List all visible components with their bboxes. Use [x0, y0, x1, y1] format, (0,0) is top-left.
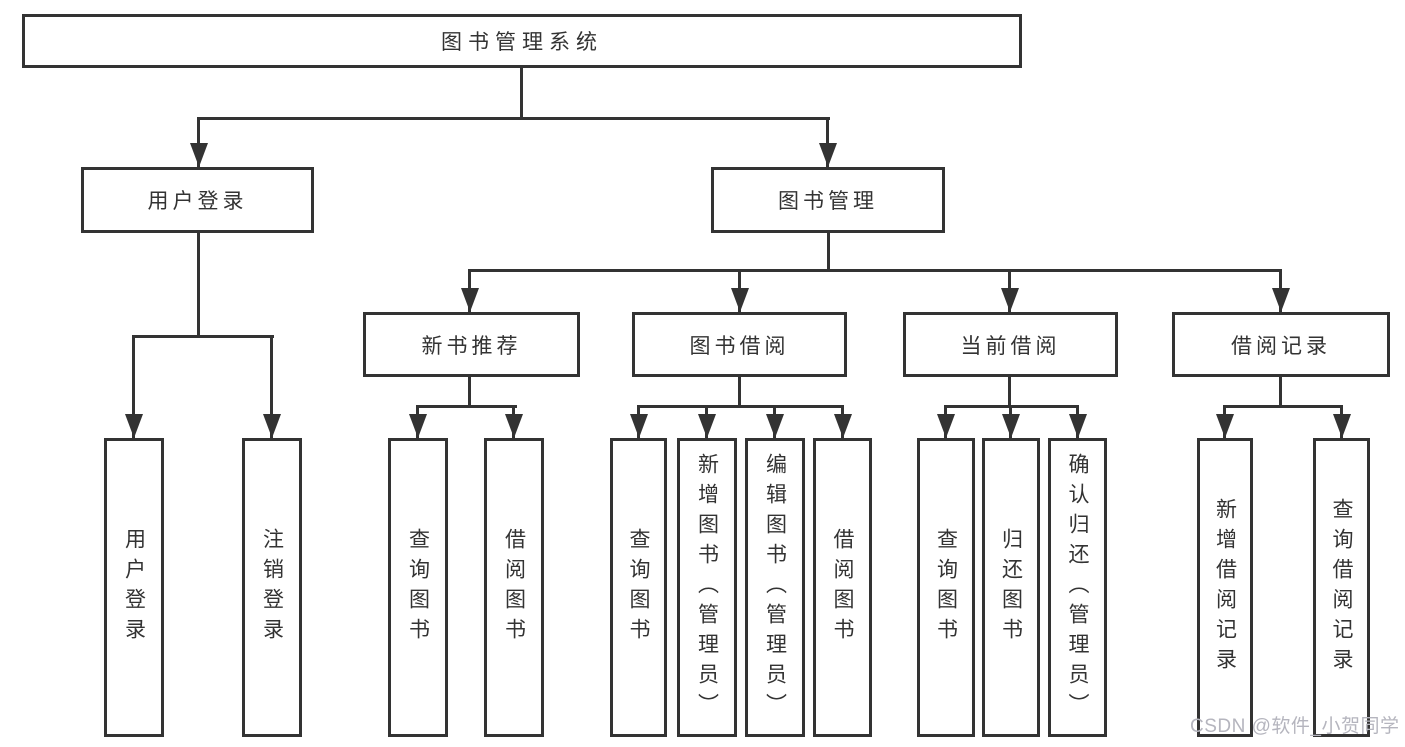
node-book-borrow: 图书借阅	[632, 312, 847, 377]
node-leaf-query-book-recommend-label: 查询图书	[406, 527, 430, 648]
node-leaf-user-login: 用户登录	[104, 438, 164, 737]
node-leaf-add-book-admin-label: 新增图书（管理员）	[695, 452, 719, 723]
arrow-down-icon	[1008, 269, 1011, 312]
node-leaf-query-borrow-record: 查询借阅记录	[1313, 438, 1370, 737]
node-leaf-confirm-return-admin: 确认归还（管理员）	[1048, 438, 1107, 737]
arrow-down-icon	[1223, 405, 1226, 438]
node-borrow-record-label: 借阅记录	[1231, 334, 1331, 358]
connector-bookmgmt-vline	[827, 233, 830, 272]
node-leaf-user-login-label: 用户登录	[122, 527, 146, 648]
node-leaf-logout: 注销登录	[242, 438, 302, 737]
connector-newbook-hline	[416, 405, 517, 408]
arrow-down-icon	[1009, 405, 1012, 438]
connector-newbook-vline	[468, 377, 471, 408]
node-leaf-query-book-current-label: 查询图书	[934, 527, 958, 648]
node-leaf-query-borrow-record-label: 查询借阅记录	[1330, 497, 1353, 678]
connector-borrowrecord-vline	[1279, 377, 1282, 408]
connector-root-hline	[197, 117, 830, 120]
node-leaf-return-book-label: 归还图书	[999, 527, 1023, 648]
arrow-down-icon	[512, 405, 515, 438]
arrow-down-icon	[637, 405, 640, 438]
node-book-management-label: 图书管理	[778, 190, 878, 213]
node-current-borrow: 当前借阅	[903, 312, 1118, 377]
connector-borrowrecord-hline	[1223, 405, 1343, 408]
arrow-down-icon	[1279, 269, 1282, 312]
node-new-book-recommend: 新书推荐	[363, 312, 580, 377]
connector-root-vline	[520, 68, 523, 120]
arrow-down-icon	[841, 405, 844, 438]
node-library-system-label: 图书管理系统	[441, 31, 603, 54]
node-borrow-record: 借阅记录	[1172, 312, 1390, 377]
node-book-borrow-label: 图书借阅	[689, 334, 790, 358]
node-user-login-label: 用户登录	[147, 190, 248, 213]
arrow-down-icon	[773, 405, 776, 438]
connector-bookborrow-hline	[637, 405, 844, 408]
node-library-system: 图书管理系统	[22, 14, 1022, 68]
node-leaf-confirm-return-admin-label: 确认归还（管理员）	[1066, 452, 1089, 723]
node-leaf-query-book-recommend: 查询图书	[388, 438, 448, 737]
arrow-down-icon	[944, 405, 947, 438]
arrow-down-icon	[826, 117, 829, 167]
connector-userlogin-hline	[132, 335, 274, 338]
node-leaf-return-book: 归还图书	[982, 438, 1040, 737]
csdn-watermark: CSDN @软件_小贺同学	[1190, 716, 1400, 737]
connector-currentborrow-vline	[1008, 377, 1011, 408]
arrow-down-icon	[132, 335, 135, 438]
arrow-down-icon	[1076, 405, 1079, 438]
node-current-borrow-label: 当前借阅	[960, 334, 1061, 358]
connector-bookmgmt-hline	[468, 269, 1281, 272]
node-leaf-borrow-book-recommend-label: 借阅图书	[502, 527, 526, 648]
node-leaf-query-book-borrow-label: 查询图书	[627, 527, 650, 648]
arrow-down-icon	[468, 269, 471, 312]
node-leaf-borrow-book: 借阅图书	[813, 438, 872, 737]
arrow-down-icon	[197, 117, 200, 167]
connector-bookborrow-vline	[738, 377, 741, 408]
arrow-down-icon	[738, 269, 741, 312]
node-leaf-borrow-book-recommend: 借阅图书	[484, 438, 544, 737]
node-leaf-add-borrow-record: 新增借阅记录	[1197, 438, 1253, 737]
connector-userlogin-vline	[197, 233, 200, 338]
arrow-down-icon	[416, 405, 419, 438]
node-leaf-edit-book-admin: 编辑图书（管理员）	[745, 438, 805, 737]
node-new-book-recommend-label: 新书推荐	[421, 334, 522, 358]
node-leaf-logout-label: 注销登录	[260, 527, 284, 648]
node-leaf-query-book-borrow: 查询图书	[610, 438, 667, 737]
node-leaf-add-borrow-record-label: 新增借阅记录	[1213, 497, 1237, 678]
arrow-down-icon	[1340, 405, 1343, 438]
arrow-down-icon	[705, 405, 708, 438]
node-user-login: 用户登录	[81, 167, 314, 233]
arrow-down-icon	[270, 335, 273, 438]
node-leaf-borrow-book-label: 借阅图书	[831, 527, 854, 648]
node-book-management: 图书管理	[711, 167, 945, 233]
node-leaf-add-book-admin: 新增图书（管理员）	[677, 438, 737, 737]
node-leaf-edit-book-admin-label: 编辑图书（管理员）	[763, 452, 787, 723]
node-leaf-query-book-current: 查询图书	[917, 438, 975, 737]
